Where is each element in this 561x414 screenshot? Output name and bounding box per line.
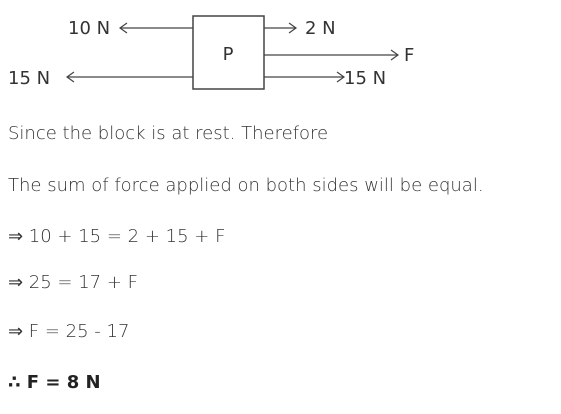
force-label-right-middle: F xyxy=(404,45,414,66)
solution-line-4: ⇒ 25 = 17 + F xyxy=(8,272,139,293)
block-label: P xyxy=(223,44,234,65)
force-arrow-right-top xyxy=(264,22,298,34)
force-arrow-left-bottom xyxy=(65,71,193,83)
force-arrow-left-top xyxy=(118,22,193,34)
solution-line-3: ⇒ 10 + 15 = 2 + 15 + F xyxy=(8,226,226,247)
force-diagram: P 10 N 15 N 2 N F 15 N xyxy=(8,15,414,90)
force-label-left-top: 10 N xyxy=(68,18,110,39)
solution-line-2: The sum of force applied on both sides w… xyxy=(8,175,484,196)
force-label-right-top: 2 N xyxy=(305,18,336,39)
force-arrow-right-middle xyxy=(264,49,400,61)
solution-line-5: ⇒ F = 25 - 17 xyxy=(8,321,130,342)
block-p xyxy=(192,15,265,90)
force-label-right-bottom: 15 N xyxy=(344,68,386,89)
force-arrow-right-bottom xyxy=(264,71,346,83)
solution-answer: ∴ F = 8 N xyxy=(8,372,101,393)
force-label-left-bottom: 15 N xyxy=(8,68,50,89)
solution-line-1: Since the block is at rest. Therefore xyxy=(8,123,329,144)
